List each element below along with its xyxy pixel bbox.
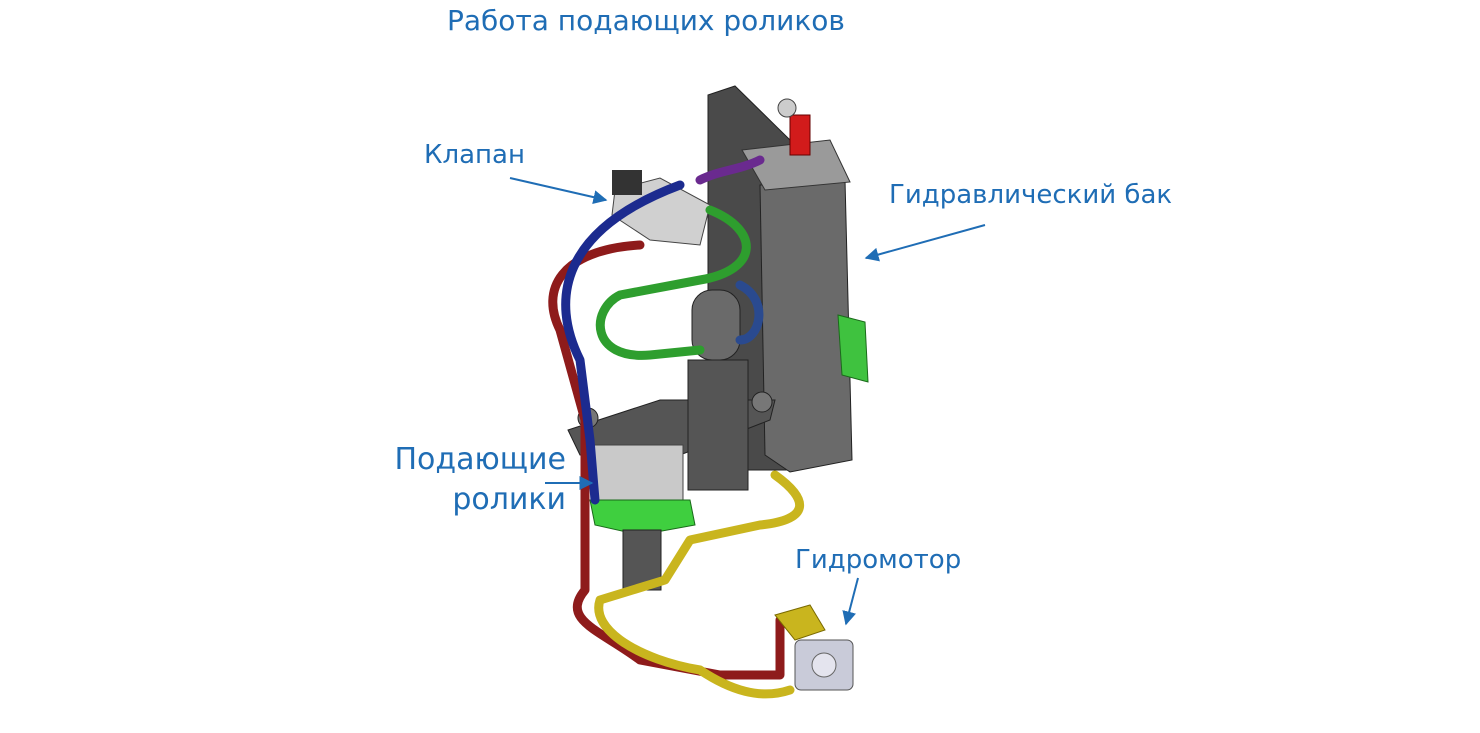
tank-pointer-arrow xyxy=(864,224,986,262)
valve-label: Клапан xyxy=(424,140,525,170)
valve xyxy=(611,170,711,246)
motor-pointer-arrow xyxy=(842,577,859,626)
rollers-label-line1: Подающие xyxy=(394,442,566,477)
motor-label: Гидромотор xyxy=(795,545,962,575)
page-title: Работа подающих роликов xyxy=(447,4,845,37)
bracket xyxy=(837,314,869,383)
rollers-label-line2: ролики xyxy=(452,482,566,517)
tank-label: Гидравлический бак xyxy=(889,180,1173,210)
rollers-label: Подающие ролики xyxy=(386,440,566,520)
hydromotor xyxy=(774,604,854,691)
valve-pointer-arrow xyxy=(509,177,608,205)
hoses xyxy=(548,155,805,699)
tank-cap xyxy=(789,114,811,156)
